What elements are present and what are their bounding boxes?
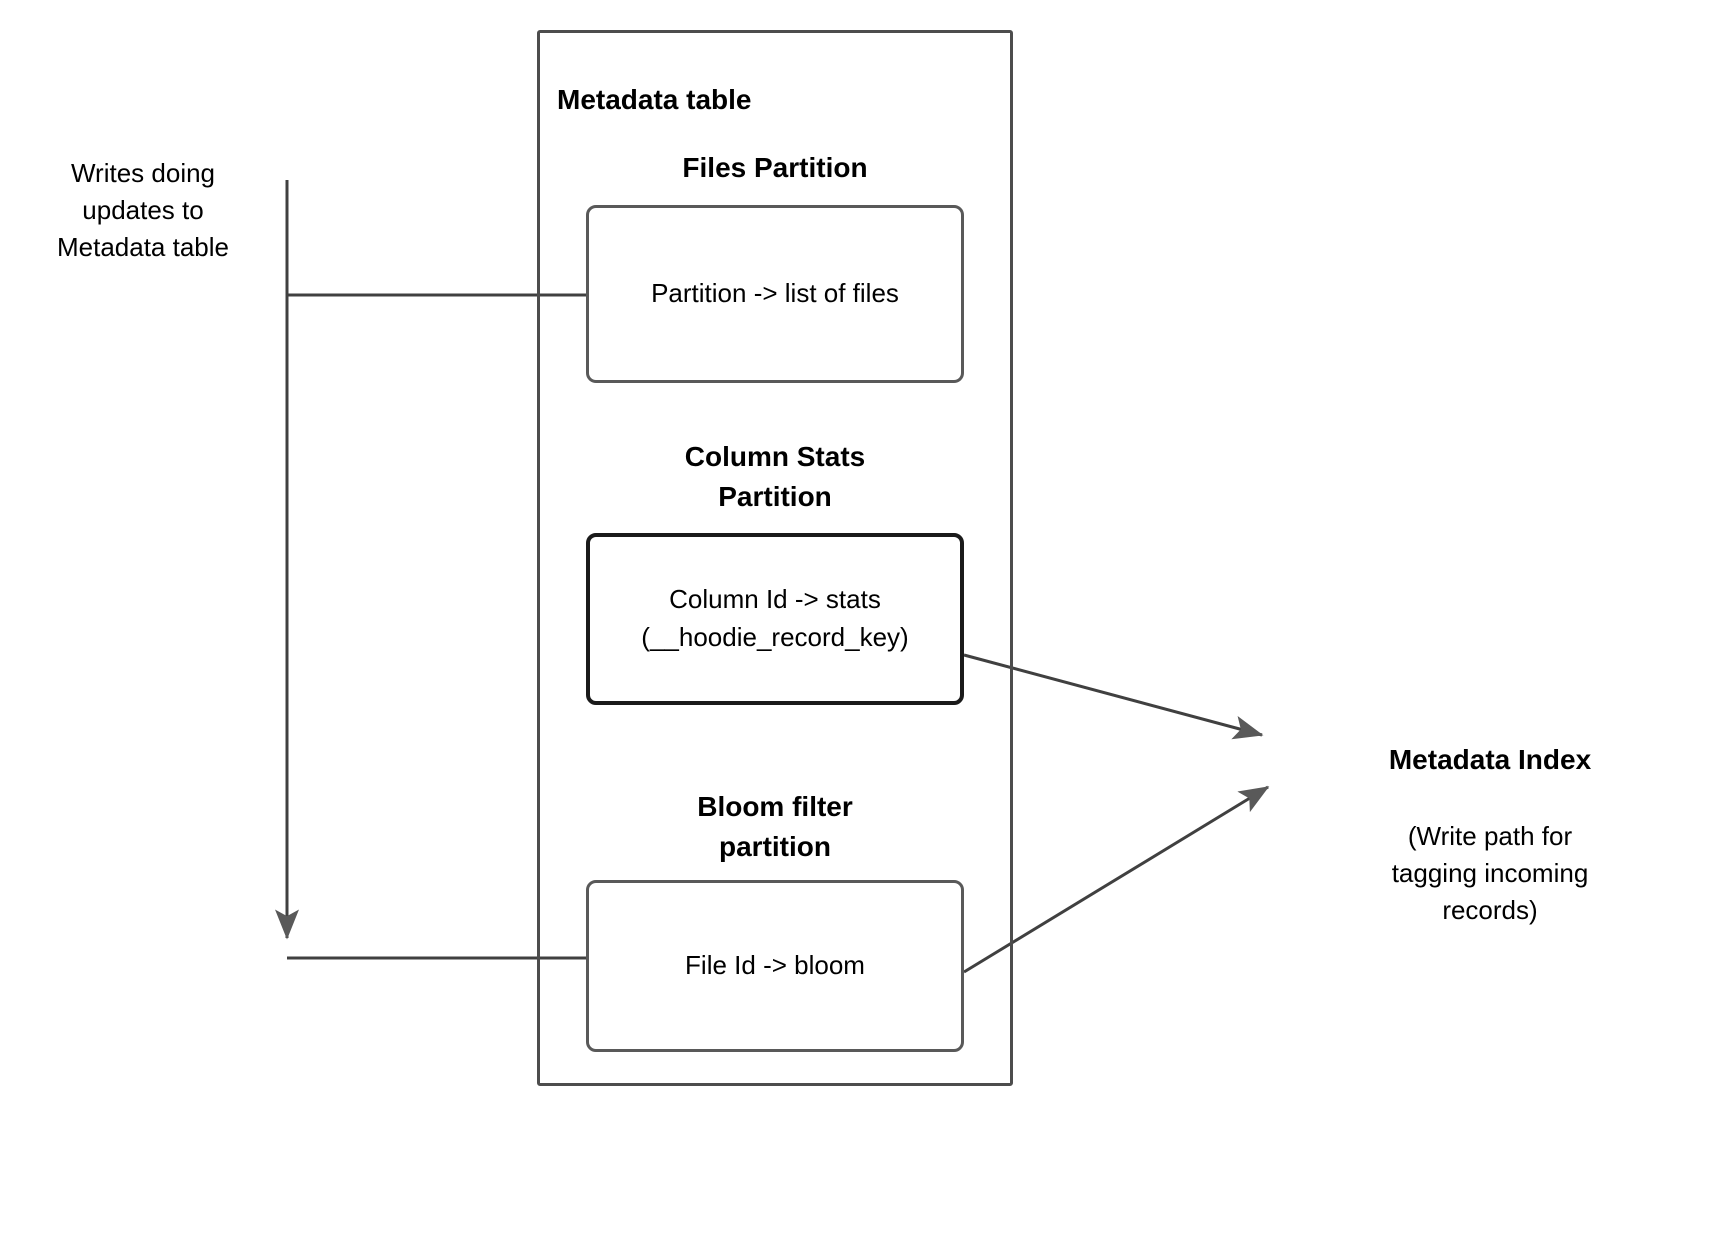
column-stats-partition-box: Column Id -> stats (__hoodie_record_key) [586,533,964,705]
bloom-filter-partition-box-text: File Id -> bloom [685,950,865,981]
bloom-filter-partition-heading: Bloom filter partition [697,791,853,862]
files-partition-heading: Files Partition [682,152,868,183]
files-partition-box-text: Partition -> list of files [651,278,899,309]
column-stats-partition-box-text: Column Id -> stats (__hoodie_record_key) [641,584,909,652]
bloom-filter-partition-box: File Id -> bloom [586,880,964,1052]
metadata-index-title: Metadata Index [1388,744,1592,775]
files-partition-box: Partition -> list of files [586,205,964,383]
column-stats-partition-heading: Column Stats Partition [684,441,866,512]
metadata-table-container [537,30,1013,1086]
metadata-index-subtitle: (Write path for tagging incoming records… [1391,821,1589,925]
writes-annotation: Writes doing updates to Metadata table [56,158,229,262]
metadata-table-title: Metadata table [557,84,752,115]
